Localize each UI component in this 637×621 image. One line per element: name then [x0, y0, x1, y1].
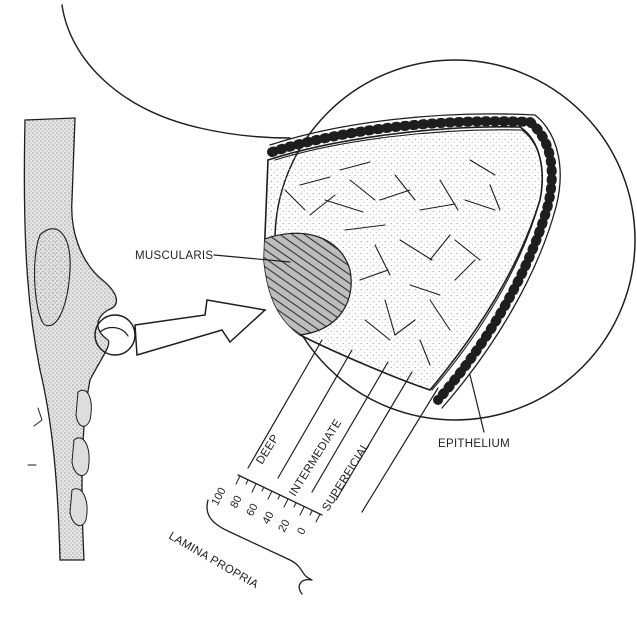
scale-tick-label: 100 — [209, 486, 228, 508]
scale-tick-label: 40 — [260, 510, 276, 526]
scale-tick-label: 20 — [276, 518, 292, 534]
scale-tick-label: 60 — [244, 502, 260, 518]
epithelium-pointer — [470, 375, 484, 432]
superficial-label: SUPERFICIAL — [320, 440, 372, 513]
magnify-arrow — [135, 300, 265, 355]
epithelium-label: EPITHELIUM — [438, 438, 510, 450]
scale-tick-label: 80 — [228, 494, 244, 510]
muscularis-label: MUSCULARIS — [135, 250, 213, 262]
scale-tick-label: 0 — [295, 526, 308, 537]
outer-arc — [62, 5, 290, 138]
vocal-fold-section — [24, 118, 135, 560]
tissue-wedge — [262, 114, 560, 408]
